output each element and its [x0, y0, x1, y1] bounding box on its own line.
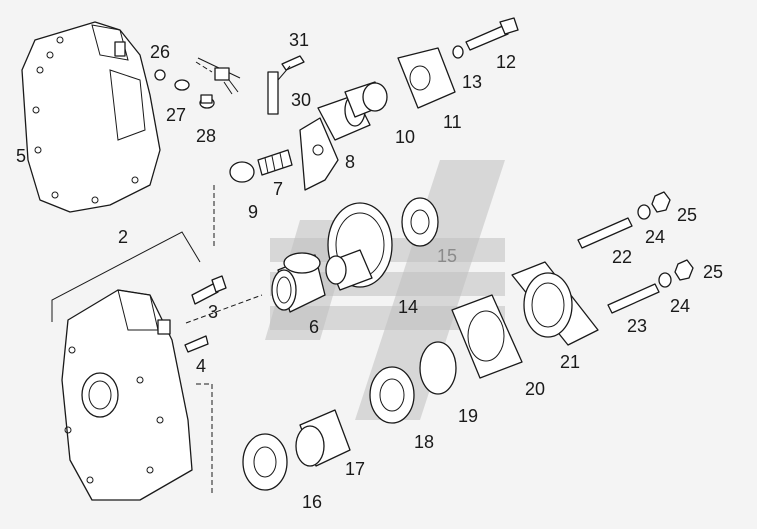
label-11: 11: [443, 112, 462, 132]
part-stud-23: [607, 283, 660, 314]
part-bearing-15: [401, 197, 439, 247]
part-sleeve: [271, 252, 326, 313]
part-washer-24a: [637, 204, 651, 220]
part-spring: [257, 149, 293, 176]
label-5: 5: [16, 146, 26, 166]
part-bearing-cover: [397, 47, 456, 109]
label-25a: 25: [677, 205, 697, 225]
part-housing-cover: [21, 21, 161, 213]
part-snap-ring: [419, 341, 457, 395]
label-16: 16: [302, 492, 322, 512]
part-plate-bolt: [267, 55, 305, 115]
part-bolt-3: [191, 275, 227, 305]
part-o-ring: [174, 79, 190, 91]
part-pin-4: [184, 335, 209, 353]
label-7: 7: [273, 179, 283, 199]
part-bearing-16: [242, 433, 288, 491]
label-25b: 25: [703, 262, 723, 282]
label-21: 21: [560, 352, 580, 372]
part-bolt-12: [465, 17, 519, 51]
part-splined-gear: [295, 409, 351, 467]
part-gearbox-housing: [61, 289, 193, 501]
label-31: 31: [289, 30, 309, 50]
part-labels: 2 3 4 5 6 7 8 9 10 11 12 13 14 15 16 17 …: [16, 30, 723, 512]
label-9: 9: [248, 202, 258, 222]
part-nut-25b: [674, 259, 694, 281]
label-13: 13: [462, 72, 482, 92]
label-10: 10: [395, 127, 415, 147]
label-18: 18: [414, 432, 434, 452]
bracket-2: [51, 231, 201, 322]
part-stud-22: [577, 217, 633, 249]
part-gear-shaft: [325, 202, 393, 291]
label-4: 4: [196, 356, 206, 376]
leader-line: [185, 294, 263, 324]
part-washer-24b: [658, 272, 672, 288]
part-flange: [511, 261, 599, 346]
leader-line: [195, 61, 213, 73]
label-22: 22: [612, 247, 632, 267]
leader-line: [196, 383, 213, 495]
part-gasket: [451, 294, 523, 379]
part-bearing-18: [369, 366, 415, 424]
label-20: 20: [525, 379, 545, 399]
part-plug: [199, 94, 215, 109]
part-washer-13: [452, 45, 464, 59]
part-switch: [197, 57, 241, 95]
label-24b: 24: [670, 296, 690, 316]
label-19: 19: [458, 406, 478, 426]
label-8: 8: [345, 152, 355, 172]
part-ball: [154, 69, 166, 81]
label-17: 17: [345, 459, 365, 479]
label-23: 23: [627, 316, 647, 336]
part-nut-25a: [651, 191, 671, 213]
label-26: 26: [150, 42, 170, 62]
label-27: 27: [166, 105, 186, 125]
label-15: 15: [437, 246, 457, 266]
label-14: 14: [398, 297, 418, 317]
label-30: 30: [291, 90, 311, 110]
part-cup: [229, 161, 255, 183]
label-28: 28: [196, 126, 216, 146]
part-selector-fork: [299, 81, 386, 191]
label-3: 3: [208, 302, 218, 322]
label-2: 2: [118, 227, 128, 247]
label-12: 12: [496, 52, 516, 72]
label-24a: 24: [645, 227, 665, 247]
part-o-ring-10: [362, 82, 388, 112]
label-6: 6: [309, 317, 319, 337]
